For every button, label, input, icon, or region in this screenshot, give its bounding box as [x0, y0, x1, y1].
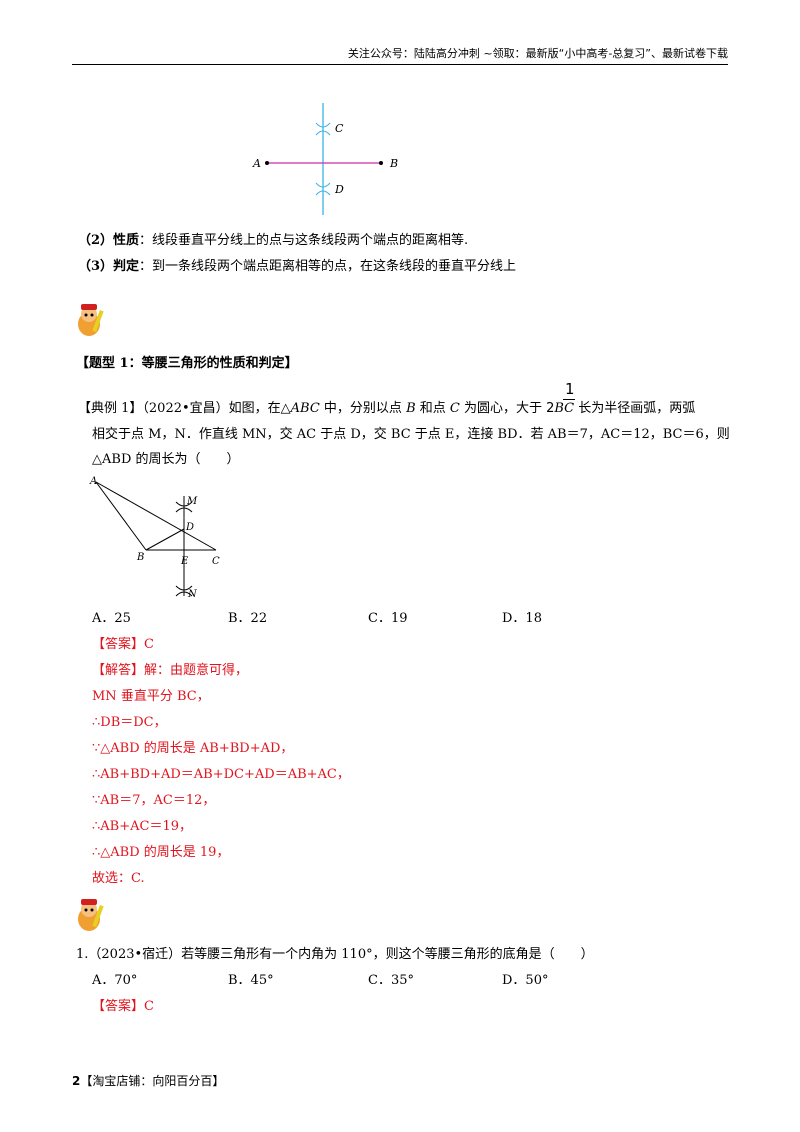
perpendicular-bisector-figure: A B C D [252, 103, 398, 215]
option-d[interactable]: D．50° [502, 973, 549, 988]
label-b: B [389, 157, 398, 170]
solution-line: ∴AB+AC＝19， [92, 819, 192, 834]
option-c[interactable]: C．35° [368, 973, 414, 988]
solution-line: MN 垂直平分 BC， [92, 689, 210, 704]
option-d[interactable]: D．18 [502, 611, 542, 626]
solution-line: ∴DB＝DC， [92, 715, 167, 730]
option-c[interactable]: C．19 [368, 611, 408, 626]
answer: 【答案】C [92, 999, 154, 1014]
label-a: A [252, 157, 261, 170]
svg-text:D: D [185, 522, 194, 533]
label-d: D [334, 183, 344, 196]
solution-line: ∵△ABD 的周长是 AB+BD+AD， [92, 741, 294, 756]
svg-text:E: E [180, 556, 189, 567]
example1-line1: 【典例 1】（2022•宜昌）如图，在△ABC 中，分别以点 B 和点 C 为圆… [78, 401, 696, 416]
mascot-icon [78, 899, 104, 931]
option-a[interactable]: A．25 [92, 611, 131, 626]
option-b[interactable]: B．22 [228, 611, 268, 626]
page-header: 关注公众号：陆陆高分冲刺 ~领取：最新版“小中高考-总复习”、最新试卷下载 [72, 46, 728, 65]
svg-text:B: B [136, 552, 144, 563]
page-footer: 2【淘宝店铺：向阳百分百】 [72, 1074, 225, 1088]
fraction-bar [563, 399, 575, 400]
solution-line: ∵AB＝7，AC＝12， [92, 793, 216, 808]
page-number: 2 [72, 1074, 81, 1088]
solution-line: 【解答】解：由题意可得， [92, 663, 249, 678]
example1-line3: △ABD 的周长为（ ） [92, 452, 240, 467]
option-a[interactable]: A．70° [92, 973, 138, 988]
solution-line: ∴AB+BD+AD＝AB+DC+AD＝AB+AC， [92, 767, 350, 782]
criterion-line: （3）判定：到一条线段两个端点距离相等的点，在这条线段的垂直平分线上 [78, 259, 517, 274]
mascot-icon [78, 304, 104, 336]
solution-line: 故选：C. [92, 871, 145, 886]
solution-line: ∴△ABD 的周长是 19， [92, 845, 230, 860]
example1-options: A．25 B．22 C．19 D．18 [92, 610, 652, 628]
label-c: C [335, 122, 344, 135]
triangle-figure: A M D B E C N [89, 476, 220, 600]
property-line: （2）性质：线段垂直平分线上的点与这条线段两个端点的距离相等. [78, 233, 469, 248]
svg-text:M: M [186, 496, 198, 507]
question-1-options: A．70° B．45° C．35° D．50° [92, 972, 652, 990]
answer: 【答案】C [92, 637, 154, 652]
question-1: 1.（2023•宿迁）若等腰三角形有一个内角为 110°，则这个等腰三角形的底角… [76, 947, 594, 962]
section-title: 【题型 1：等腰三角形的性质和判定】 [76, 356, 298, 371]
svg-text:C: C [212, 556, 220, 567]
svg-text:A: A [89, 476, 97, 487]
example1-line2: 相交于点 M，N．作直线 MN，交 AC 于点 D，交 BC 于点 E，连接 B… [92, 427, 730, 442]
svg-text:N: N [187, 589, 198, 600]
fraction-numerator: 1 [565, 380, 575, 398]
option-b[interactable]: B．45° [228, 973, 274, 988]
